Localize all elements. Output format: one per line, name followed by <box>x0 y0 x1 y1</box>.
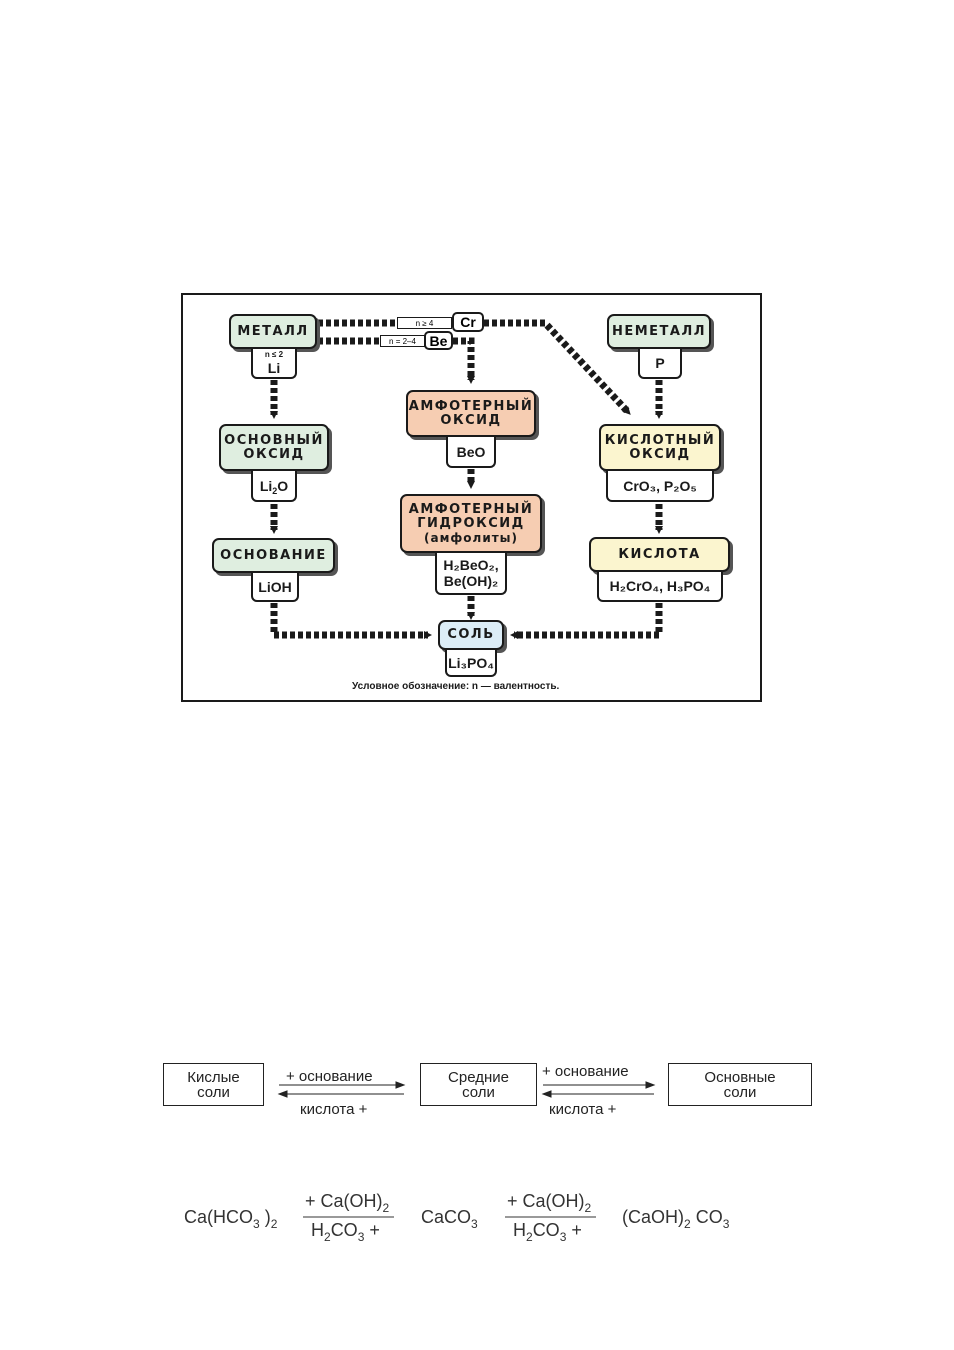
acid-box: КИСЛОТА <box>589 537 730 572</box>
legend-note: Условное обозначение: n — валентность. <box>352 681 560 692</box>
reagent-2-top: + Ca(OH)2 <box>507 1191 592 1215</box>
amphoteric-hydroxide-box: АМФОТЕРНЫЙ ГИДРОКСИД (амфолиты) <box>400 494 542 553</box>
reagent-1-bottom: H2CO3 + <box>311 1220 380 1244</box>
salt-example: Li₃PO₄ <box>445 650 497 677</box>
acid-salts-box: Кислые соли <box>163 1063 264 1106</box>
basic-oxide-box: ОСНОВНЫЙ ОКСИД <box>219 424 329 471</box>
formula-calcium-hydroxycarbonate: (CaOH)2 CO3 <box>622 1207 730 1231</box>
acid-oxide-example: CrO₃, P₂O₅ <box>606 471 714 502</box>
formula-calcium-bicarbonate: Ca(HCO3 )2 <box>184 1207 278 1231</box>
formula-calcium-carbonate: CaCO3 <box>421 1207 478 1231</box>
salt-box: СОЛЬ <box>438 620 504 650</box>
base-example: LiOH <box>251 573 299 602</box>
element-cr: Cr <box>452 312 484 332</box>
arrow2-top-label: + основание <box>542 1063 629 1080</box>
nonmetal-box: НЕМЕТАЛЛ <box>607 314 711 349</box>
arrow2-bottom-label: кислота + <box>549 1101 617 1118</box>
basic-oxide-example: Li2O <box>251 471 297 502</box>
amphoteric-hydroxide-example: H₂BeO₂, Be(OH)₂ <box>435 553 507 595</box>
arrow1-bottom-label: кислота + <box>300 1101 368 1118</box>
normal-salts-box: Средние соли <box>420 1063 537 1106</box>
metal-box: МЕТАЛЛ <box>229 314 317 349</box>
nonmetal-example: P <box>638 349 682 379</box>
condition-cr-note: n ≥ 4 <box>397 317 452 329</box>
base-box: ОСНОВАНИЕ <box>212 538 335 573</box>
reagent-1-top: + Ca(OH)2 <box>305 1191 390 1215</box>
element-be: Be <box>424 331 453 350</box>
acid-oxide-box: КИСЛОТНЫЙ ОКСИД <box>599 424 721 471</box>
reagent-2-bottom: H2CO3 + <box>513 1220 582 1244</box>
amphoteric-oxide-box: АМФОТЕРНЫЙ ОКСИД <box>406 390 536 437</box>
acid-example: H₂CrO₄, H₃PO₄ <box>597 572 723 602</box>
valence-note: n ≤ 2 <box>264 350 284 359</box>
metal-example: n ≤ 2 Li <box>251 349 297 379</box>
amphoteric-oxide-example: BeO <box>446 437 496 468</box>
basic-salts-box: Основные соли <box>668 1063 812 1106</box>
arrow1-top-label: + основание <box>286 1068 373 1085</box>
